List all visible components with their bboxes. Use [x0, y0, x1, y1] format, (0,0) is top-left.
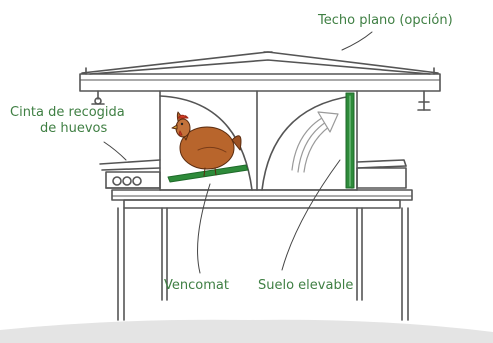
egg-belt-right: [356, 159, 407, 189]
ground: [0, 319, 493, 343]
leader-roof: [341, 31, 373, 51]
flat-roof: [79, 51, 441, 92]
support-legs: [117, 207, 409, 321]
leader-lines: [103, 31, 373, 274]
leader-floor: [281, 159, 341, 271]
leader-vencomat: [197, 183, 211, 274]
egg-belt-label-line2: de huevos: [40, 121, 108, 136]
roof-label: Techo plano (opción): [318, 13, 453, 28]
raised-floor-slat: [345, 92, 355, 189]
egg-belt-label-line1: Cinta de recogida: [10, 105, 125, 120]
roof-hanger-right: [417, 90, 431, 111]
raised-floor-label: Suelo elevable: [258, 278, 354, 293]
egg-belt-left: [99, 159, 161, 189]
leader-belt: [103, 141, 127, 161]
hen-icon: [171, 111, 242, 177]
vencomat-slat: [167, 164, 249, 183]
arrow-up-right-icon: [291, 111, 339, 173]
roof-hanger-left: [91, 90, 105, 105]
platform: [111, 189, 413, 209]
vencomat-label: Vencomat: [164, 278, 229, 293]
